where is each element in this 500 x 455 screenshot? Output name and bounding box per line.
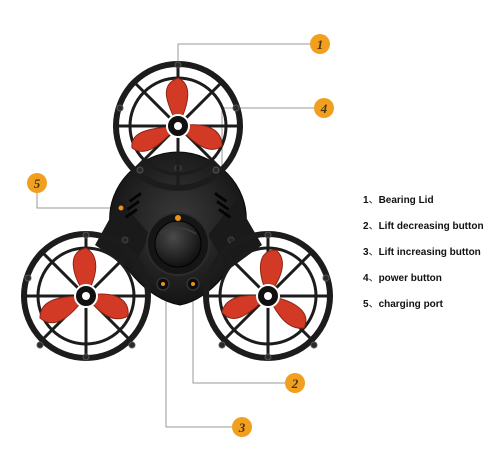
legend-item-charging-port: 5charging port bbox=[363, 292, 484, 318]
leader-lines bbox=[36, 43, 314, 428]
bearing-lid-icon bbox=[146, 212, 210, 276]
callout-2: 2 bbox=[285, 373, 305, 393]
charging-port bbox=[118, 205, 124, 211]
callout-2-number: 2 bbox=[291, 376, 299, 391]
propeller-icon bbox=[131, 77, 223, 152]
callout-1: 1 bbox=[310, 34, 330, 54]
callout-4: 4 bbox=[314, 98, 334, 118]
legend-number: 2 bbox=[363, 221, 379, 232]
leader-line-5 bbox=[36, 192, 120, 209]
legend-number: 4 bbox=[363, 273, 379, 284]
legend-item-power-button: 4power button bbox=[363, 266, 484, 292]
callout-1-number: 1 bbox=[317, 37, 324, 52]
callout-3: 3 bbox=[232, 417, 252, 437]
button-icon bbox=[156, 277, 200, 291]
legend-number: 3 bbox=[363, 247, 379, 258]
leader-line-2 bbox=[192, 292, 286, 384]
legend-item-bearing-lid: 1Bearing Lid bbox=[363, 188, 484, 214]
legend-label: Lift increasing button bbox=[378, 247, 481, 258]
legend-number: 5 bbox=[363, 299, 379, 310]
legend-label: charging port bbox=[378, 299, 444, 310]
parts-legend: 1Bearing Lid 2Lift decreasing button 3Li… bbox=[363, 188, 484, 318]
callout-3-number: 3 bbox=[238, 420, 246, 435]
legend-label: Bearing Lid bbox=[378, 195, 434, 206]
legend-number: 1 bbox=[363, 195, 379, 206]
callout-5-number: 5 bbox=[34, 176, 41, 191]
callout-4-number: 4 bbox=[320, 101, 328, 116]
legend-item-lift-decreasing-button: 2Lift decreasing button bbox=[363, 214, 484, 240]
legend-label: Lift decreasing button bbox=[378, 221, 484, 232]
callout-5: 5 bbox=[27, 173, 47, 193]
legend-label: power button bbox=[378, 273, 442, 284]
legend-item-lift-increasing-button: 3Lift increasing button bbox=[363, 240, 484, 266]
leader-line-3 bbox=[165, 292, 232, 428]
